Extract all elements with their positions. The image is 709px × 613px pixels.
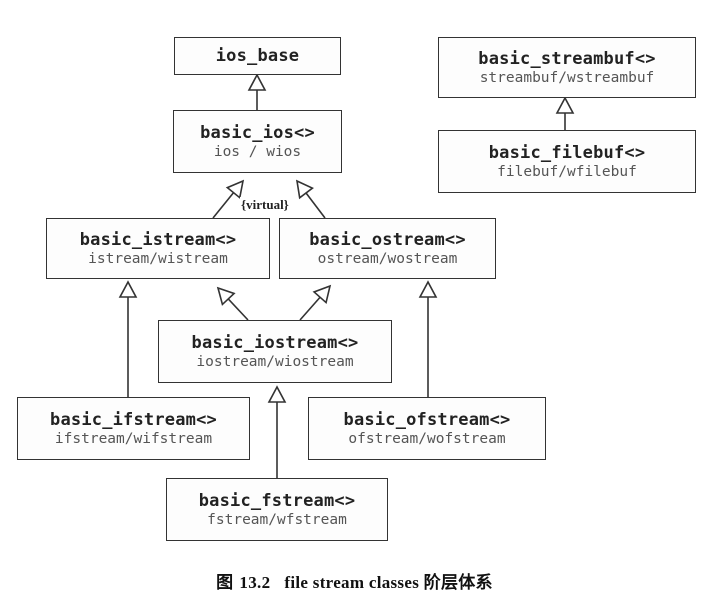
- class-basic-iostream: basic_iostream<> iostream/wiostream: [158, 320, 392, 383]
- class-title: ios_base: [215, 46, 300, 66]
- class-typedefs: ostream/wostream: [317, 250, 458, 267]
- class-typedefs: ofstream/wofstream: [348, 430, 506, 447]
- class-typedefs: istream/wistream: [88, 250, 228, 267]
- inheritance-arrowhead: [247, 73, 267, 91]
- caption-text: file stream classes 阶层体系: [284, 573, 493, 592]
- inheritance-line: [299, 296, 321, 321]
- class-basic-ios: basic_ios<> ios / wios: [173, 110, 342, 173]
- class-title: basic_fstream<>: [198, 490, 356, 511]
- inheritance-arrowhead: [418, 280, 438, 298]
- inheritance-line: [227, 298, 249, 321]
- inheritance-arrowhead: [118, 280, 138, 298]
- inheritance-arrowhead: [312, 284, 332, 305]
- class-basic-ostream: basic_ostream<> ostream/wostream: [279, 218, 496, 279]
- inheritance-arrowhead: [295, 179, 314, 200]
- class-basic-ifstream: basic_ifstream<> ifstream/wifstream: [17, 397, 250, 460]
- class-title: basic_istream<>: [79, 229, 237, 250]
- class-typedefs: iostream/wiostream: [196, 353, 354, 370]
- class-basic-streambuf: basic_streambuf<> streambuf/wstreambuf: [438, 37, 696, 98]
- class-basic-istream: basic_istream<> istream/wistream: [46, 218, 270, 279]
- class-typedefs: ifstream/wifstream: [54, 430, 213, 447]
- class-basic-ofstream: basic_ofstream<> ofstream/wofstream: [308, 397, 546, 460]
- inheritance-line: [305, 192, 326, 219]
- class-ios-base: ios_base: [174, 37, 341, 75]
- class-title: basic_ofstream<>: [343, 409, 511, 430]
- class-title: basic_ifstream<>: [50, 409, 217, 430]
- class-typedefs: fstream/wfstream: [207, 511, 347, 528]
- class-title: basic_iostream<>: [191, 332, 359, 353]
- inheritance-line: [212, 192, 235, 219]
- class-typedefs: ios / wios: [213, 143, 302, 160]
- class-title: basic_ostream<>: [309, 229, 466, 250]
- inheritance-arrowhead: [555, 96, 575, 114]
- class-title: basic_streambuf<>: [478, 48, 656, 69]
- class-title: basic_ios<>: [200, 122, 315, 143]
- class-typedefs: filebuf/wfilebuf: [497, 163, 637, 180]
- inheritance-arrowhead: [216, 286, 236, 306]
- caption-figure-number: 13.2: [239, 573, 271, 592]
- class-basic-fstream: basic_fstream<> fstream/wfstream: [166, 478, 388, 541]
- inheritance-arrowhead: [267, 385, 287, 403]
- class-typedefs: streambuf/wstreambuf: [479, 69, 655, 86]
- class-title: basic_filebuf<>: [488, 142, 646, 163]
- virtual-inheritance-label: {virtual}: [240, 197, 290, 213]
- caption-figure-label: 图: [216, 573, 234, 592]
- inheritance-arrowhead: [225, 179, 245, 200]
- figure-caption: 图 13.2 file stream classes 阶层体系: [0, 568, 709, 593]
- class-basic-filebuf: basic_filebuf<> filebuf/wfilebuf: [438, 130, 696, 193]
